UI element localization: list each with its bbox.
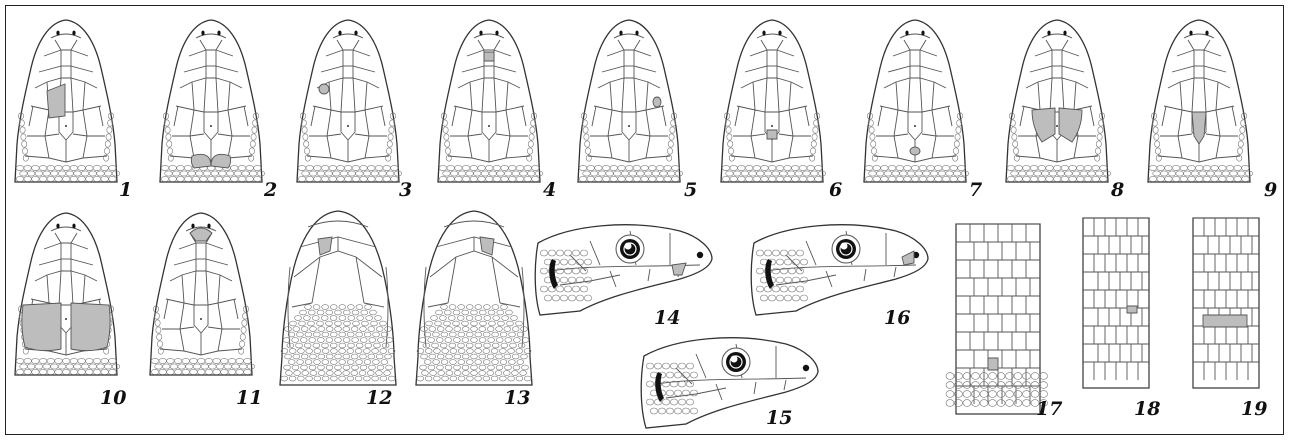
figure-16-lateral-head	[746, 215, 931, 320]
figure-13-label: 13	[504, 389, 530, 408]
figure-8-dorsal-head	[1002, 16, 1112, 191]
figure-10-dorsal-head	[11, 209, 121, 384]
figure-15-label: 15	[766, 409, 792, 428]
figure-12-label: 12	[366, 389, 392, 408]
figure-14-lateral-head	[530, 215, 715, 320]
figure-7-dorsal-head	[860, 16, 970, 191]
figure-5-dorsal-head	[574, 16, 684, 191]
figure-11-dorsal-head	[146, 209, 256, 384]
figure-17-label: 17	[1036, 400, 1062, 419]
figure-plate: 1 2 3 4 5 6 7 8 9 10 11 12 13 14 16 15 1…	[5, 5, 1284, 435]
figure-18-ventral-body	[1071, 216, 1161, 396]
figure-6-label: 6	[829, 181, 842, 200]
figure-2-label: 2	[264, 181, 277, 200]
figure-8-label: 8	[1111, 181, 1124, 200]
figure-10-label: 10	[100, 389, 126, 408]
figure-13-ventral-head	[414, 207, 534, 392]
figure-12-ventral-head	[278, 207, 398, 392]
figure-4-label: 4	[543, 181, 556, 200]
figure-4-dorsal-head	[434, 16, 544, 191]
figure-7-label: 7	[969, 181, 982, 200]
figure-3-dorsal-head	[293, 16, 403, 191]
figure-16-label: 16	[884, 309, 910, 328]
figure-17-ventral-body	[944, 222, 1052, 422]
figure-3-label: 3	[399, 181, 412, 200]
figure-15-lateral-head	[636, 328, 821, 436]
figure-14-label: 14	[654, 309, 680, 328]
figure-19-ventral-body	[1181, 216, 1271, 396]
figure-6-dorsal-head	[717, 16, 827, 191]
figure-19-label: 19	[1241, 400, 1267, 419]
figure-1-label: 1	[119, 181, 132, 200]
figure-9-label: 9	[1264, 181, 1277, 200]
figure-2-dorsal-head	[156, 16, 266, 191]
figure-11-label: 11	[236, 389, 262, 408]
figure-1-dorsal-head	[11, 16, 121, 191]
figure-18-label: 18	[1134, 400, 1160, 419]
figure-5-label: 5	[684, 181, 697, 200]
figure-9-dorsal-head	[1144, 16, 1254, 191]
